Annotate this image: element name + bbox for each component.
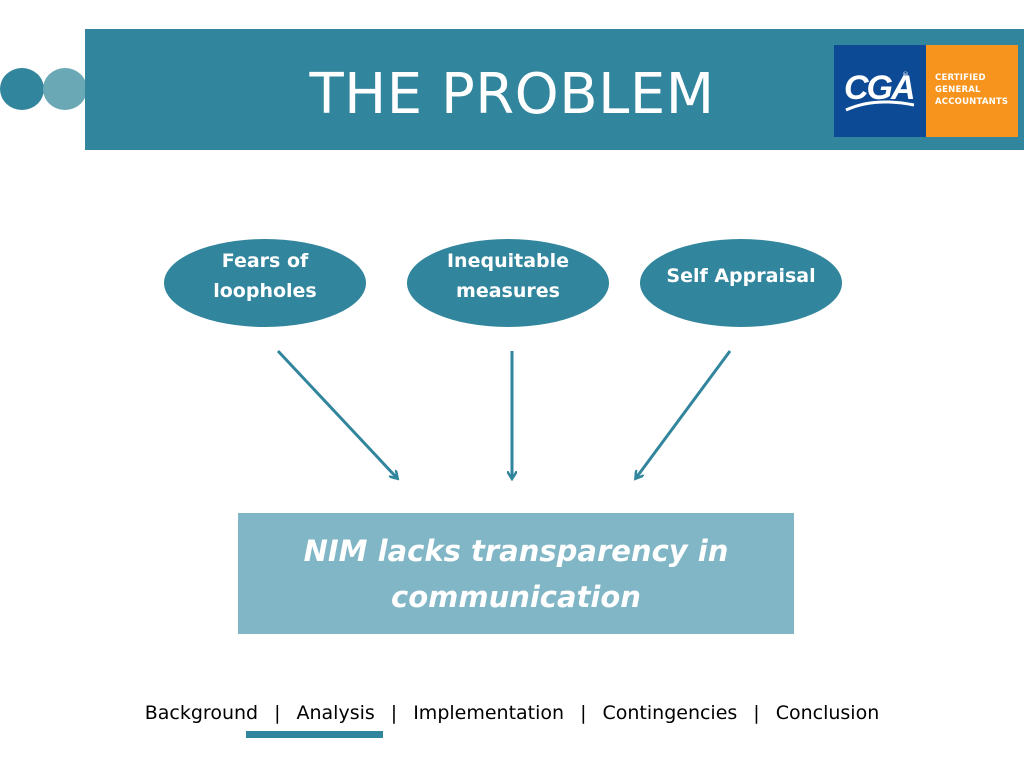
cga-logo-text-panel: CERTIFIED GENERAL ACCOUNTANTS [926, 45, 1018, 137]
cause-label: Self Appraisal [666, 265, 816, 287]
nav-item-contingencies[interactable]: Contingencies [602, 702, 738, 724]
cga-logo-mark-panel: CGA ® [834, 45, 926, 137]
nav-item-analysis[interactable]: Analysis [296, 702, 375, 724]
active-section-indicator [246, 731, 383, 738]
decorative-dot-light [43, 68, 87, 110]
logo-line-certified: CERTIFIED [935, 73, 986, 83]
arrow-from-fears [276, 349, 397, 478]
nav-separator: | [390, 702, 398, 724]
swoosh-icon [845, 100, 915, 112]
cause-label: Fears of loopholes [213, 250, 317, 302]
section-nav: Background | Analysis | Implementation |… [0, 698, 1024, 728]
cga-logo-text: CERTIFIED GENERAL ACCOUNTANTS [935, 72, 1008, 108]
cause-self-appraisal: Self Appraisal [640, 239, 842, 327]
nav-item-background[interactable]: Background [144, 702, 259, 724]
logo-line-general: GENERAL [935, 85, 981, 95]
cause-label: Inequitable measures [446, 250, 570, 302]
cga-logo: CGA ® CERTIFIED GENERAL ACCOUNTANTS [834, 45, 1018, 137]
nav-item-implementation[interactable]: Implementation [413, 702, 565, 724]
slide-title: THE PROBLEM [309, 62, 715, 127]
registered-mark: ® [902, 71, 909, 79]
decorative-dot-dark [0, 68, 44, 110]
arrow-from-self-appraisal [636, 350, 732, 478]
nav-separator: | [274, 702, 281, 724]
cause-inequitable-measures: Inequitable measures [407, 239, 609, 327]
nav-separator: | [753, 702, 760, 724]
cause-fears-of-loopholes: Fears of loopholes [164, 239, 366, 327]
result-label: NIM lacks transparency in communication [303, 533, 729, 614]
result-box: NIM lacks transparency in communication [238, 513, 794, 634]
nav-item-conclusion[interactable]: Conclusion [775, 702, 880, 724]
logo-line-accountants: ACCOUNTANTS [935, 97, 1009, 107]
nav-separator: | [580, 702, 587, 724]
